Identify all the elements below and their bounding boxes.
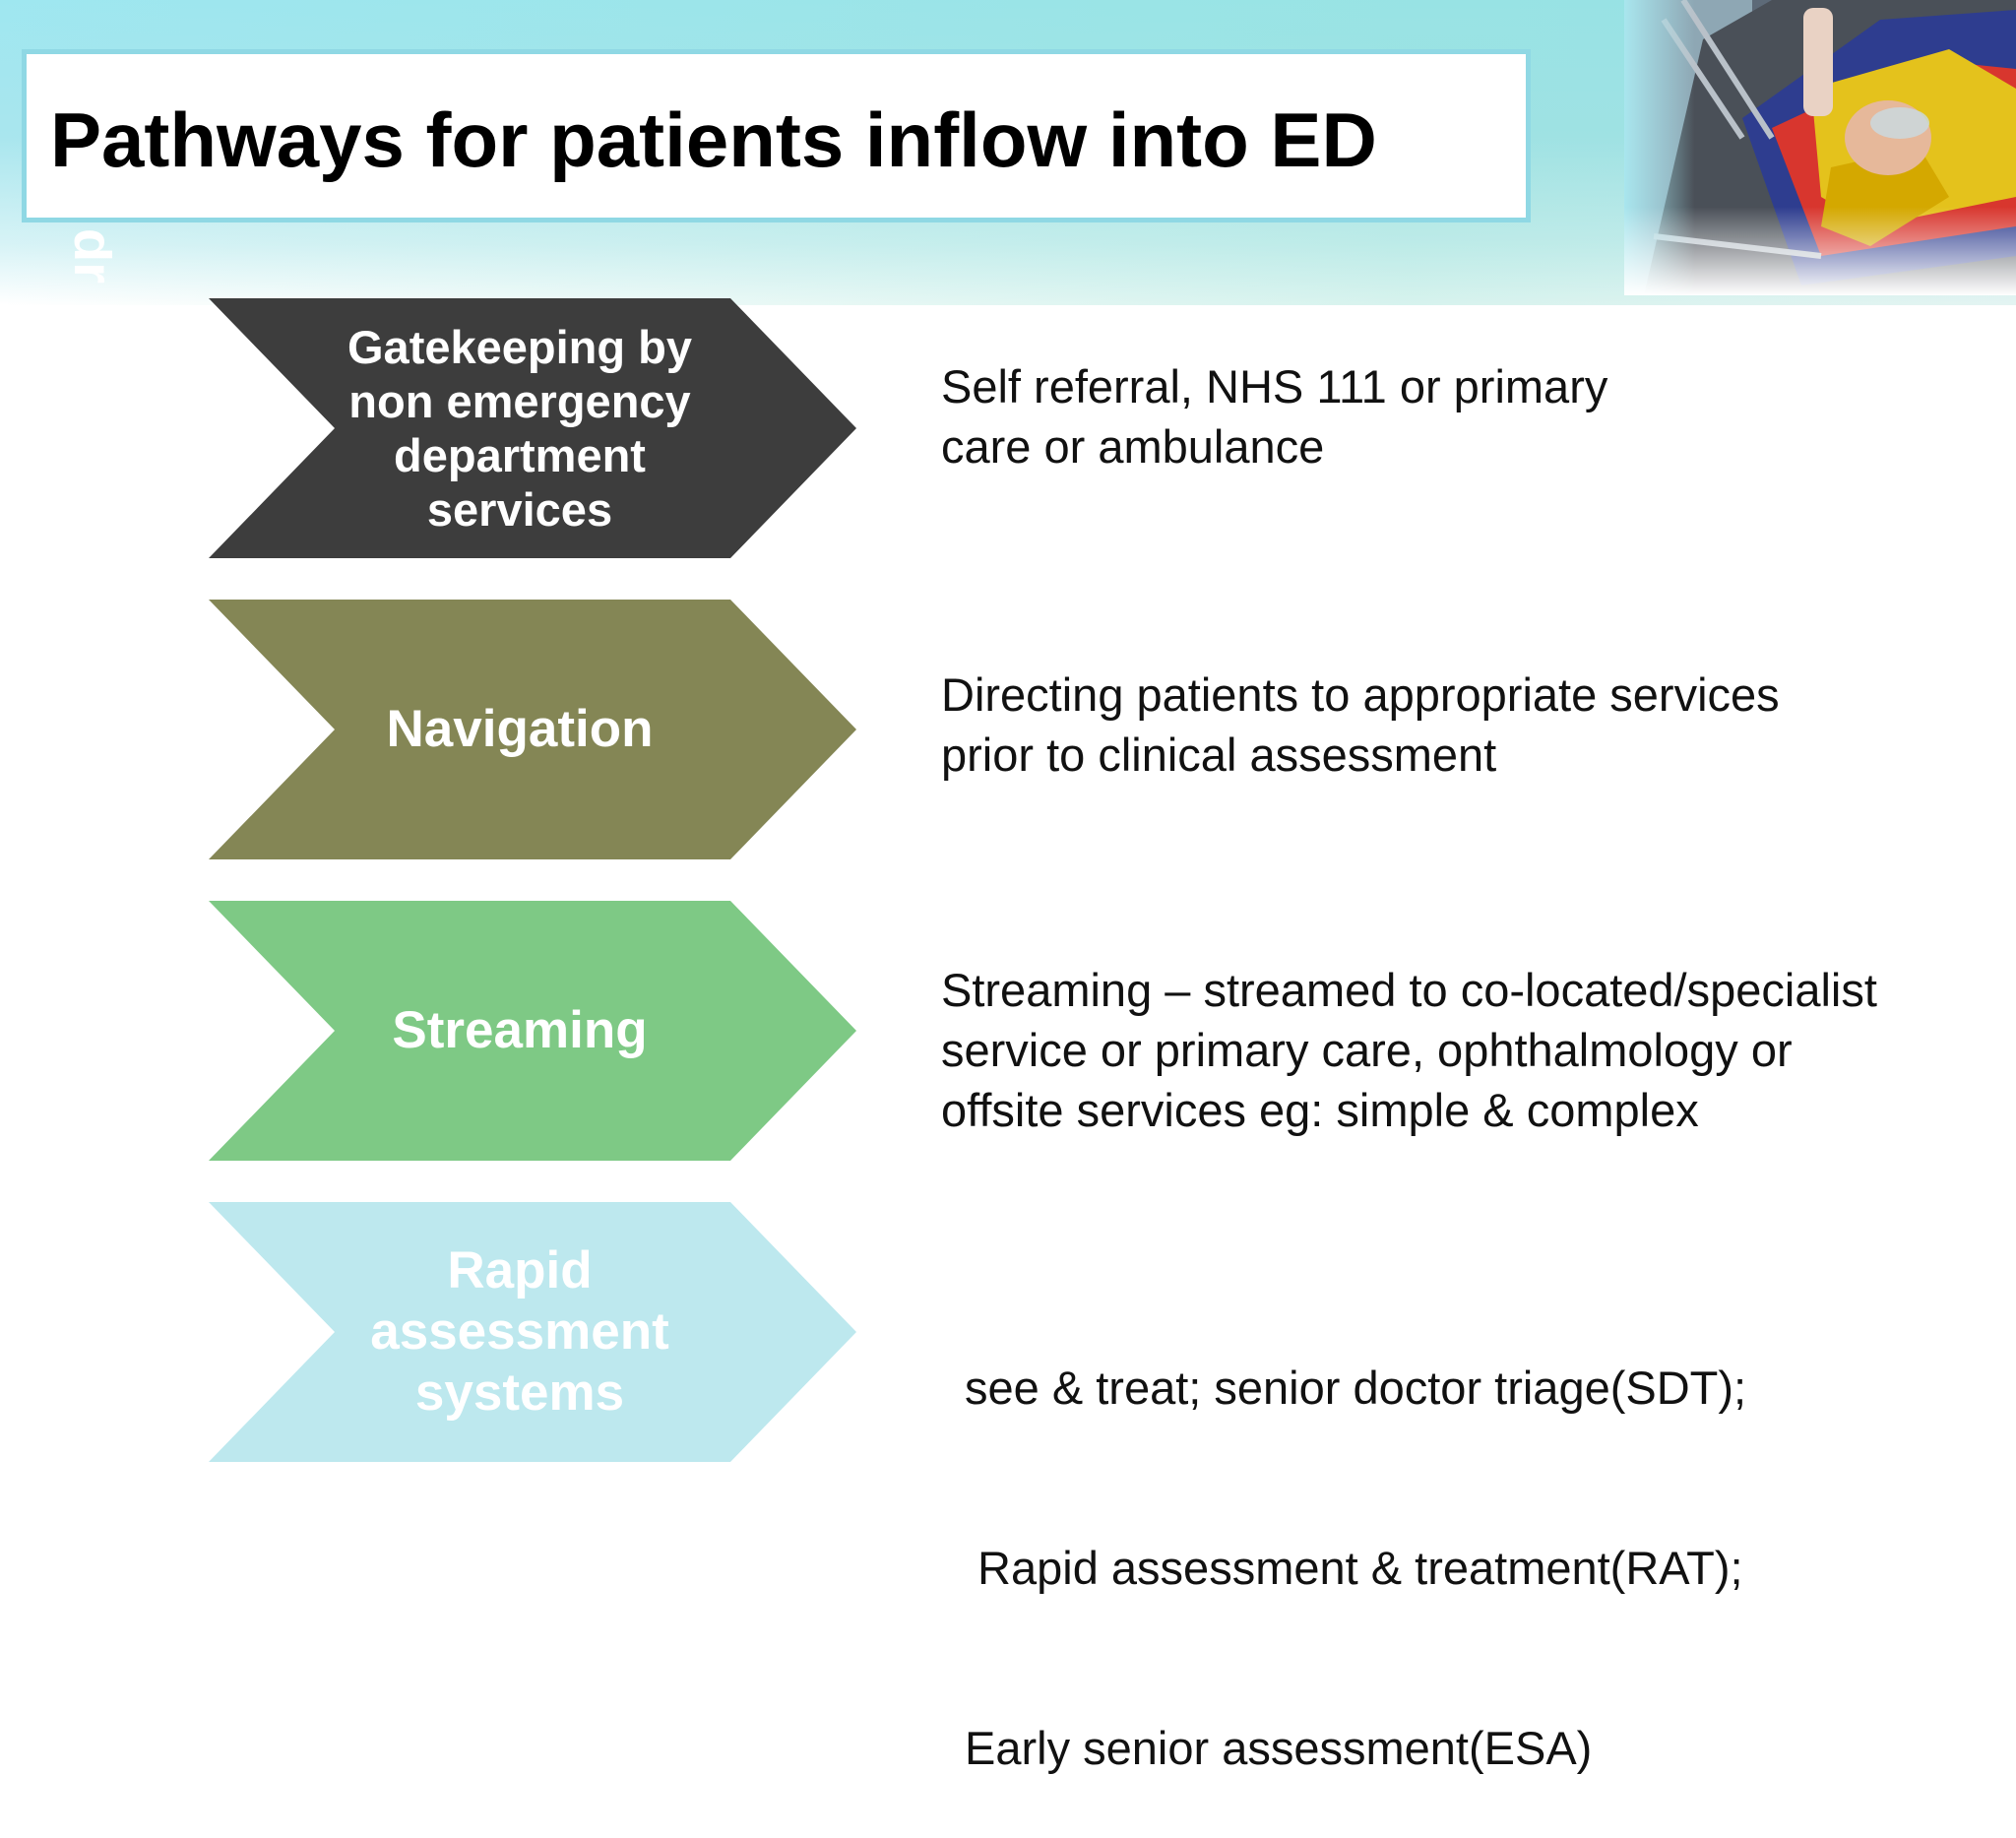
- pathway-label-line: department: [394, 429, 646, 481]
- chevron-shape: [209, 901, 856, 1161]
- pathway-label: Streaming: [319, 901, 721, 1161]
- chevron-shape: [209, 1202, 856, 1462]
- description-line: see & treat; senior doctor triage(SDT);: [965, 1362, 1747, 1414]
- pathway-label: Gatekeeping by non emergency department …: [319, 298, 721, 558]
- pathway-label-line: Gatekeeping by: [347, 321, 692, 373]
- pathway-label-line: Rapid: [447, 1241, 593, 1299]
- pathway-chevron-streaming: Streaming: [209, 901, 856, 1161]
- ambulance-stretcher-photo: [1624, 0, 2016, 295]
- pathway-label: Navigation: [319, 600, 721, 859]
- pathway-label-line: Navigation: [386, 700, 654, 758]
- description-line: Early senior assessment(ESA): [965, 1722, 1593, 1774]
- pathway-description-gatekeeping: Self referral, NHS 111 or primary care o…: [941, 356, 1607, 476]
- pathway-label: Rapid assessment systems: [319, 1202, 721, 1462]
- description-line: Directing patients to appropriate servic…: [941, 668, 1780, 721]
- pathway-label-line: non emergency: [348, 375, 691, 427]
- description-line: service or primary care, ophthalmology o…: [941, 1024, 1793, 1076]
- description-line: care or ambulance: [941, 420, 1325, 473]
- pathway-label-line: systems: [414, 1363, 625, 1422]
- description-line: offsite services eg: simple & complex: [941, 1084, 1699, 1136]
- description-line: prior to clinical assessment: [941, 729, 1497, 781]
- description-line: Streaming – streamed to co-located/speci…: [941, 964, 1877, 1016]
- pathway-label-line: services: [426, 483, 613, 536]
- pathway-label-line: Streaming: [392, 1001, 648, 1059]
- rotated-text-fragment: dr: [67, 228, 112, 284]
- pathway-chevron-navigation: Navigation: [209, 600, 856, 859]
- pathway-label-line: assessment: [370, 1302, 669, 1361]
- chevron-shape: [209, 600, 856, 859]
- description-line: Rapid assessment & treatment(RAT);: [965, 1542, 1743, 1594]
- pathway-chevron-gatekeeping: Gatekeeping by non emergency department …: [209, 298, 856, 558]
- chevron-shape: [209, 298, 856, 558]
- description-line: Self referral, NHS 111 or primary: [941, 360, 1608, 412]
- pathway-chevron-rapid-assessment: Rapid assessment systems: [209, 1202, 856, 1462]
- slide-title: Pathways for patients inflow into ED: [50, 96, 1377, 183]
- pathway-description-rapid-assessment: see & treat; senior doctor triage(SDT); …: [965, 1237, 1746, 1838]
- title-box: Pathways for patients inflow into ED: [22, 49, 1531, 222]
- pathway-description-navigation: Directing patients to appropriate servic…: [941, 665, 1780, 785]
- pathway-description-streaming: Streaming – streamed to co-located/speci…: [941, 960, 1877, 1140]
